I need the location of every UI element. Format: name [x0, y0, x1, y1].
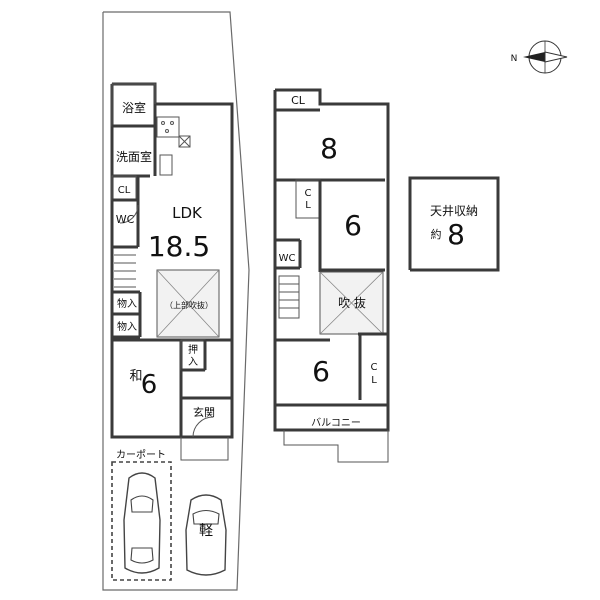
kei-car-icon	[185, 494, 227, 576]
closet-mid-label-top: C	[305, 188, 312, 199]
closet-top-label: CL	[291, 94, 306, 107]
bath-label: 浴室	[122, 100, 146, 115]
washbasin	[159, 154, 173, 176]
fridge-box	[178, 135, 191, 148]
stove-burner	[170, 121, 174, 125]
room-top-size: 8	[320, 132, 338, 165]
closet-right-label-bottom: L	[371, 375, 377, 386]
attic-outline	[408, 176, 500, 272]
oshiire-label-bottom: 入	[188, 357, 198, 368]
closet-label: CL	[118, 185, 131, 196]
closet-right-label-top: C	[371, 362, 378, 373]
balcony-outline	[283, 430, 389, 463]
floor2-plan	[273, 88, 390, 463]
attic-approx: 約	[431, 227, 442, 241]
porch	[180, 437, 229, 461]
room-mid-size: 6	[344, 209, 362, 242]
ldk-label: LDK	[172, 204, 203, 222]
wc-door-swing	[119, 204, 139, 224]
balcony-label: バルコニー	[311, 417, 361, 429]
storage-label-2: 物入	[117, 320, 137, 333]
entrance-label: 玄関	[193, 405, 215, 419]
floor2-outer-wall	[273, 88, 390, 432]
stairs-floor2	[278, 275, 300, 319]
oshiire-label-top: 押	[188, 343, 198, 356]
storage-label-1: 物入	[117, 297, 137, 310]
entrance-door-swing	[192, 416, 214, 438]
compass-north-label: N	[511, 54, 518, 64]
carport-outline	[111, 461, 172, 581]
car-icon	[123, 472, 161, 574]
upper-void-label: （上部吹抜）	[165, 300, 213, 310]
attic-title: 天井収納	[430, 204, 478, 218]
void-cross	[156, 269, 220, 338]
lot-boundary	[102, 11, 250, 591]
carport-label: カーポート	[116, 449, 166, 461]
kitchen-sink	[156, 116, 180, 138]
attic-size: 8	[447, 218, 465, 251]
kei-car-label: 軽	[199, 523, 213, 539]
washroom-label: 洗面室	[116, 149, 152, 164]
ldk-size: 18.5	[148, 230, 210, 263]
stove-burner	[161, 121, 165, 125]
void-label: 吹 抜	[338, 296, 366, 310]
compass-icon	[523, 40, 568, 74]
fridge-box-cross	[178, 135, 191, 148]
closet-mid-box	[295, 179, 321, 219]
room-bottom-size: 6	[312, 355, 330, 388]
stairs-floor1	[114, 254, 136, 288]
void-cross	[319, 271, 384, 335]
wc2-label: WC	[279, 253, 296, 264]
stove-burner	[165, 129, 169, 133]
wc-label: WC	[116, 213, 135, 226]
floor1-plan	[110, 82, 234, 461]
washitsu-size: 6	[141, 370, 158, 400]
washitsu-label: 和	[129, 369, 142, 384]
closet-mid-label-bottom: L	[305, 200, 311, 211]
